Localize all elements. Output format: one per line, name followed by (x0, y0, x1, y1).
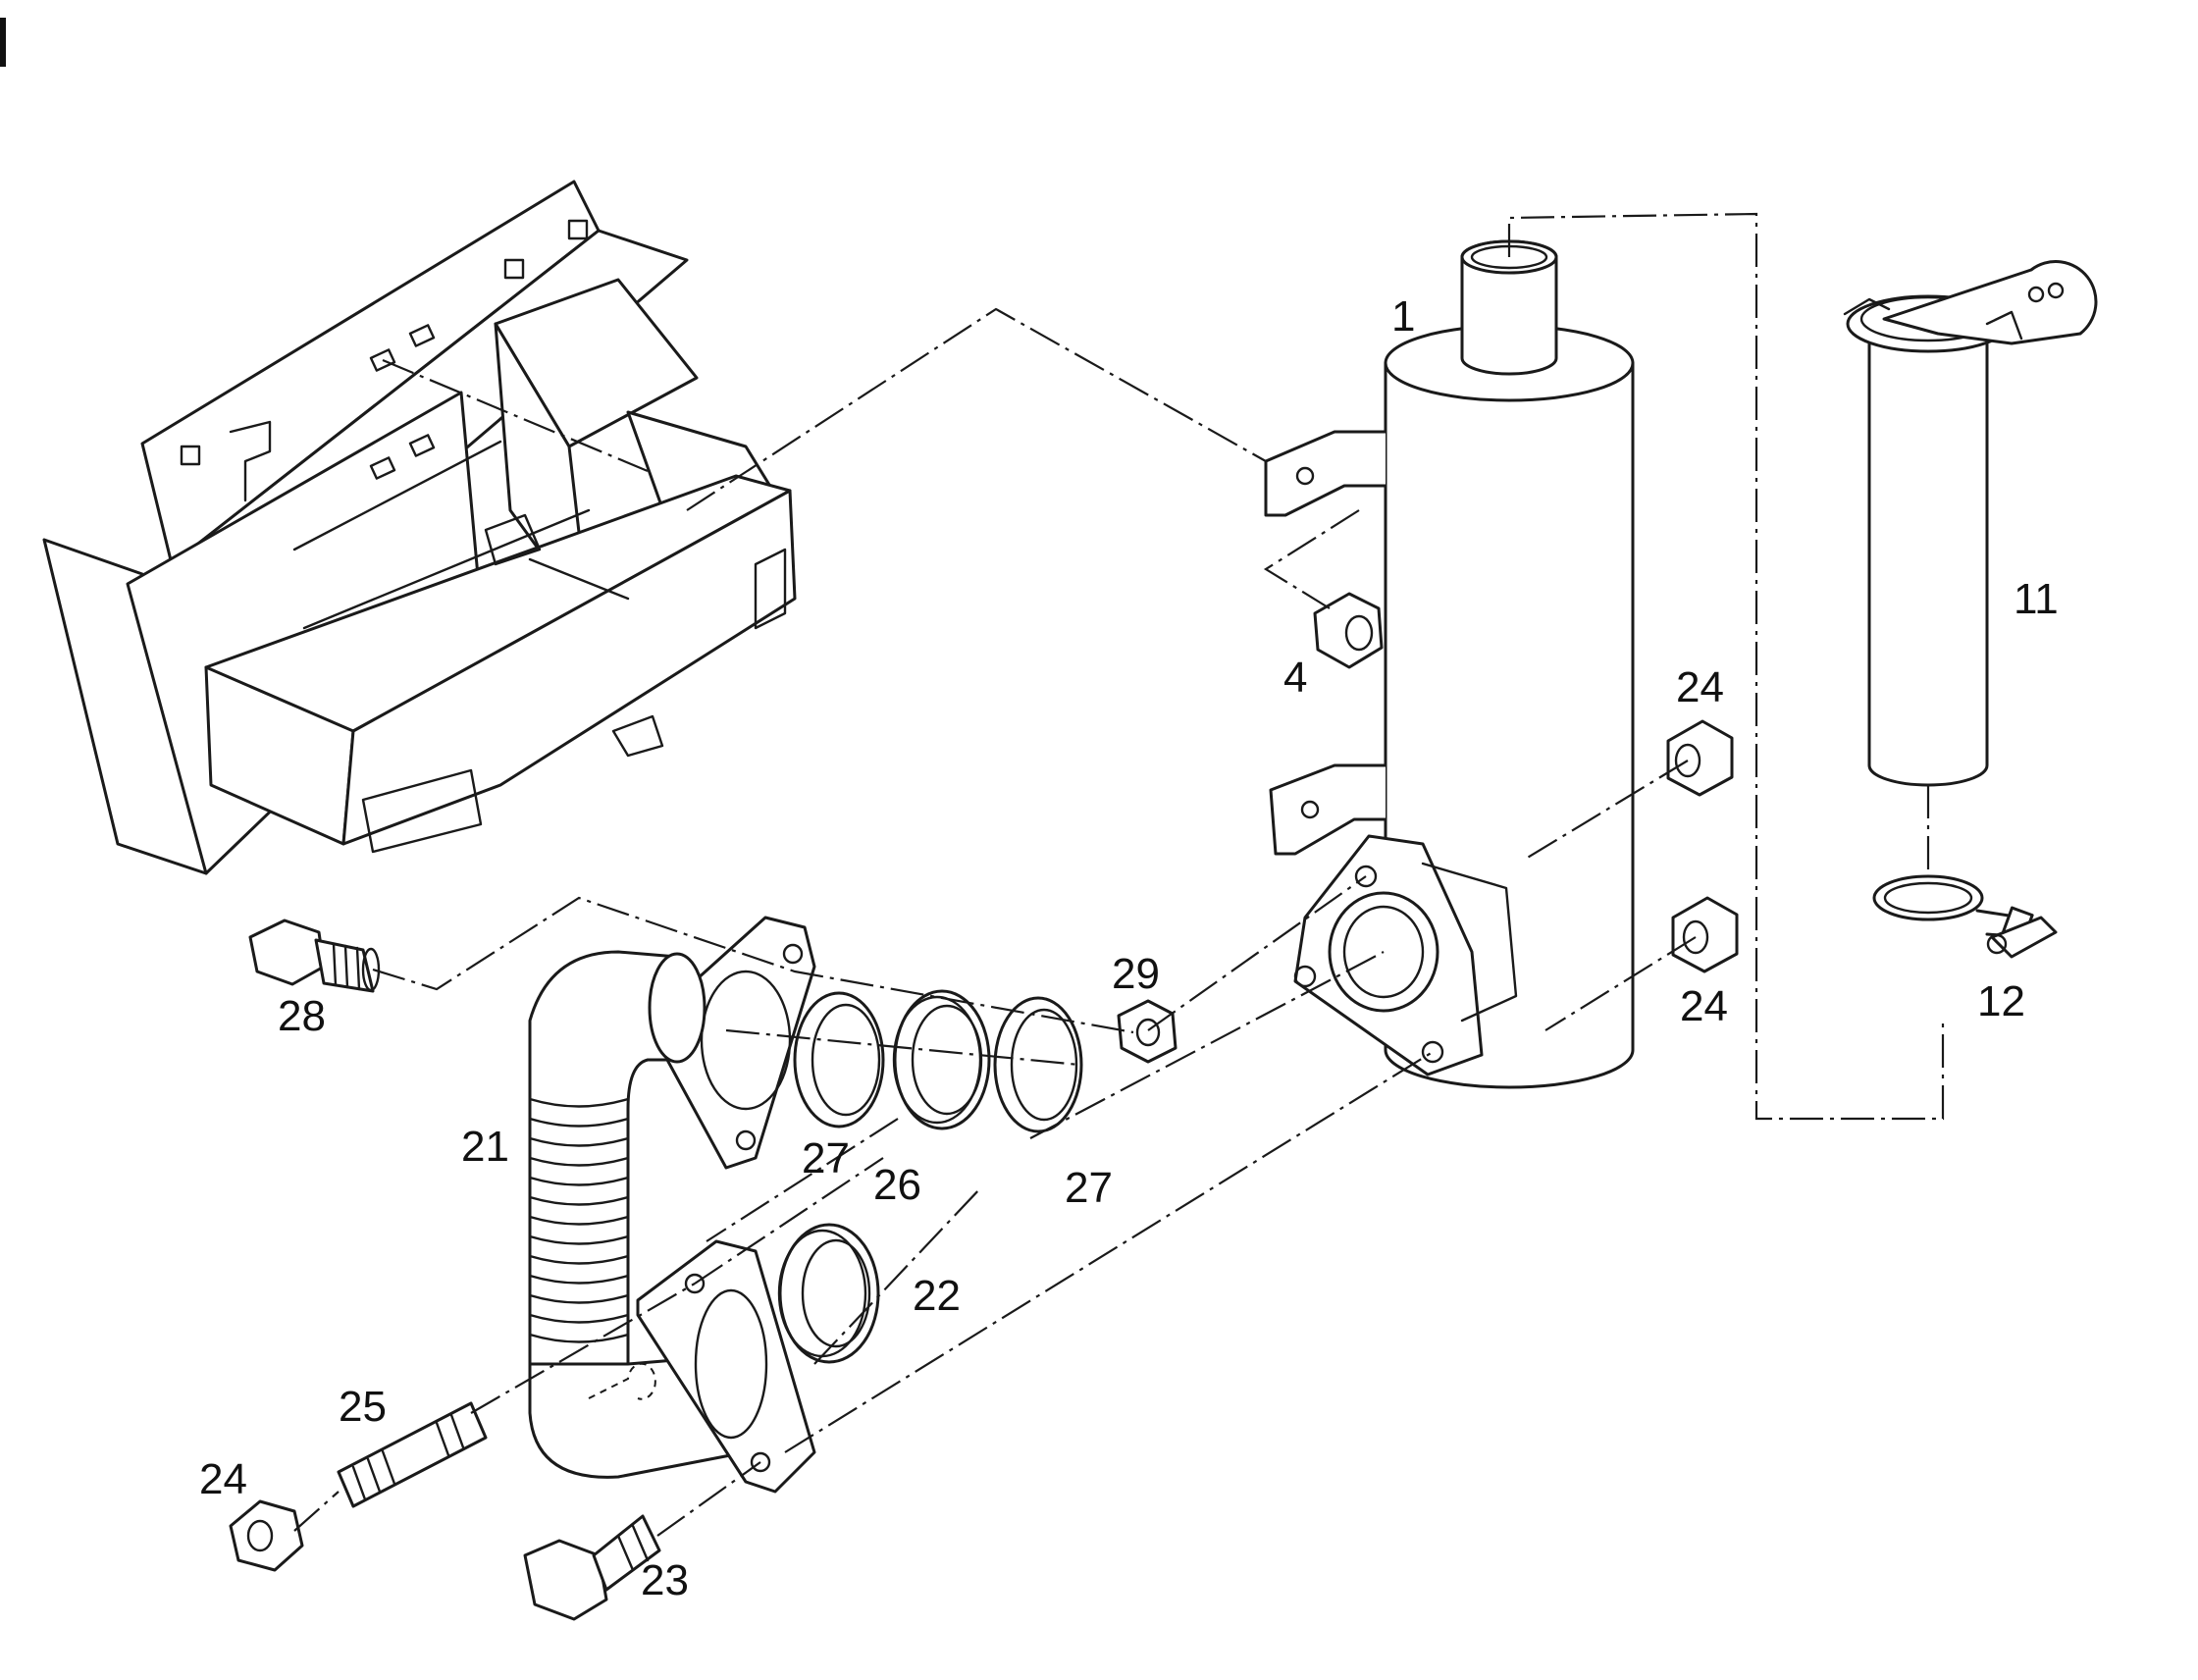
callout-29: 29 (1112, 950, 1160, 998)
nut-29 (1117, 999, 1178, 1064)
callout-26: 26 (873, 1161, 921, 1209)
callout-27-left: 27 (802, 1134, 850, 1182)
callout-1: 1 (1391, 292, 1415, 341)
pipe-flange-upper (665, 916, 816, 1170)
threaded-ring-22 (777, 1223, 880, 1364)
callout-21: 21 (461, 1123, 509, 1171)
bolt-28 (248, 919, 381, 993)
stud-25 (337, 1401, 488, 1508)
leader-lines (293, 212, 1945, 1537)
flex-pipe-elbow (528, 950, 816, 1494)
callout-labels: 1 4 11 12 21 22 23 24 24 24 25 26 27 27 … (199, 292, 2059, 1604)
callout-24-bottom: 24 (199, 1455, 247, 1503)
callout-28: 28 (278, 992, 326, 1040)
callout-11: 11 (2014, 575, 2059, 623)
bolt-23 (523, 1514, 661, 1621)
nut-4 (1313, 592, 1384, 669)
seal-ring-27-left (793, 991, 885, 1129)
nut-24-upper (1666, 719, 1734, 797)
callout-24-lower: 24 (1680, 982, 1728, 1030)
nut-24-bottom (229, 1499, 304, 1572)
seal-ring-27-right (993, 996, 1083, 1133)
callout-23: 23 (641, 1556, 689, 1604)
tailpipe (1843, 260, 2098, 787)
callout-22: 22 (913, 1272, 961, 1320)
silencer-body (1264, 239, 1635, 1089)
callout-24-upper: 24 (1676, 663, 1724, 711)
callout-27-right: 27 (1065, 1164, 1113, 1212)
stud-icon (369, 324, 436, 480)
edge-mark (0, 18, 6, 67)
callout-12: 12 (1977, 977, 2025, 1025)
nut-24-lower (1671, 896, 1739, 973)
callout-25: 25 (339, 1383, 387, 1431)
callout-4: 4 (1283, 654, 1307, 702)
mounting-bracket (42, 180, 797, 875)
exhaust-clamp (1872, 874, 2058, 959)
seal-ring-26 (892, 989, 991, 1130)
